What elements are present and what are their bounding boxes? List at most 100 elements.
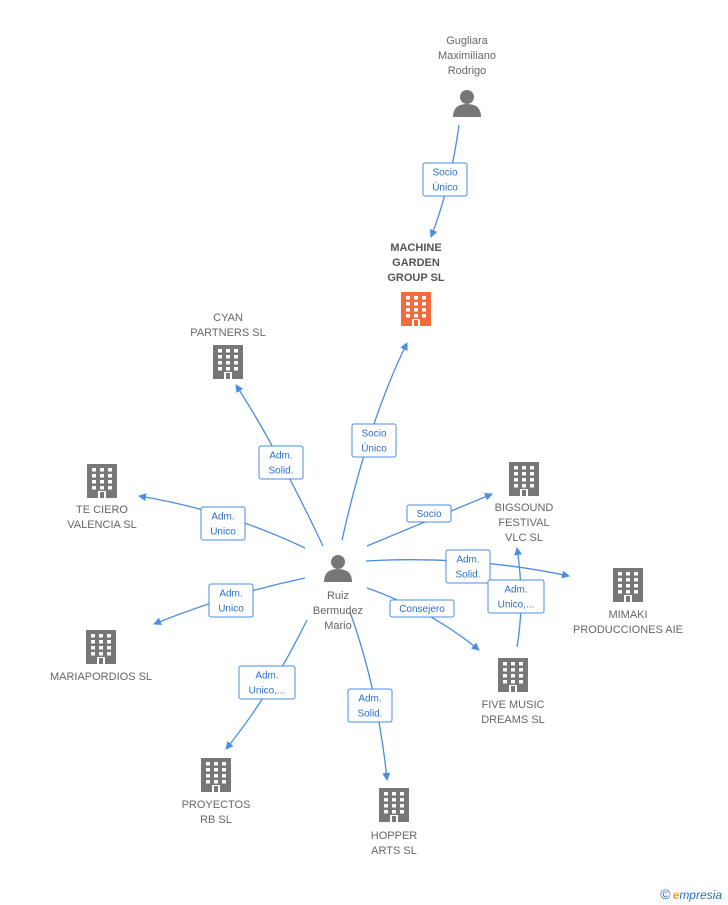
edge-label-text: Unico,... — [498, 600, 535, 611]
edge-label-box — [258, 445, 304, 480]
brand-logo-initial: e — [672, 888, 680, 902]
edge-label[interactable]: Adm. Solid. — [445, 549, 491, 584]
node-teciero[interactable]: TE CIERO VALENCIA SL — [67, 464, 137, 531]
edge-label-text: Único — [432, 181, 458, 194]
node-label: Mario — [324, 620, 352, 632]
building-icon — [87, 464, 117, 498]
edge-label[interactable]: Adm. Unico,... — [238, 665, 296, 700]
edge-label-text: Adm. — [269, 451, 292, 462]
node-label: Ruiz — [327, 590, 349, 602]
node-label: Bermudez — [313, 605, 363, 617]
edge-label-box — [208, 583, 254, 618]
node-label: MARIAPORDIOS SL — [50, 671, 152, 683]
node-label: ARTS SL — [371, 845, 417, 857]
node-label: TE CIERO — [76, 504, 128, 516]
edge-fivemusic-to-bigsound: Adm. Unico,... — [487, 547, 545, 648]
node-label: FIVE MUSIC — [482, 699, 545, 711]
node-label: MACHINE — [390, 242, 441, 254]
edge-ruiz-to-mimaki: Adm. Solid. — [365, 549, 570, 584]
edge-ruiz-to-mariapordios: Adm.Unico — [153, 577, 306, 626]
edge-label[interactable]: Adm. Solid. — [347, 688, 393, 723]
edge-label-box — [422, 162, 468, 197]
node-label: Rodrigo — [448, 65, 487, 77]
node-label: Gugliara — [446, 35, 488, 47]
edge-label-text: Adm. — [504, 585, 527, 596]
brand-logo-text: mpresia — [679, 888, 722, 902]
edge-label[interactable]: Adm. Unico — [200, 506, 246, 541]
node-mariapordios[interactable]: MARIAPORDIOS SL — [50, 630, 152, 683]
edge-ruiz-to-proyectos: Adm. Unico,... — [225, 619, 308, 750]
edge-label-text: Socio — [416, 509, 441, 520]
building-icon — [86, 630, 116, 664]
node-label: GARDEN — [392, 257, 440, 269]
edge-label-text: Adm. — [358, 694, 381, 705]
edge-label[interactable]: Adm.Unico — [208, 583, 254, 618]
edge-label-text: Unico,... — [249, 686, 286, 697]
edge-label-text: Socio — [361, 429, 386, 440]
edge-label-box — [351, 423, 397, 458]
building-icon — [613, 568, 643, 602]
edge-label-text: Único — [361, 442, 387, 455]
edge-ruiz-to-cyan: Adm. Solid. — [235, 384, 324, 547]
building-icon — [213, 345, 243, 379]
edge-ruiz-to-fivemusic: Consejero — [366, 587, 480, 651]
edge-label-box — [238, 665, 296, 700]
edge-label-box — [406, 504, 452, 523]
edge-label-text: Unico — [210, 527, 236, 538]
edge-label-text: Solid. — [357, 709, 382, 720]
node-hopper[interactable]: HOPPER ARTS SL — [371, 788, 418, 857]
edge-label-text: Solid. — [455, 570, 480, 581]
building-icon — [201, 758, 231, 792]
node-fivemusic[interactable]: FIVE MUSIC DREAMS SL — [481, 658, 545, 726]
node-label: CYAN — [213, 312, 243, 324]
node-label: DREAMS SL — [481, 714, 545, 726]
edge-label-box — [487, 579, 545, 614]
person-icon — [453, 90, 481, 117]
building-icon — [379, 788, 409, 822]
copyright-icon: © — [660, 886, 671, 902]
node-label: GROUP SL — [387, 272, 445, 284]
edge-label-text: Unico — [218, 604, 244, 615]
building-icon — [401, 292, 431, 326]
building-icon — [498, 658, 528, 692]
node-label: PARTNERS SL — [190, 327, 265, 339]
edge-label-text: Adm. — [211, 512, 234, 523]
edge-label-text: Adm. — [255, 671, 278, 682]
brand-footer: ©empresia — [660, 886, 722, 902]
edge-label-box — [200, 506, 246, 541]
node-label: FESTIVAL — [498, 517, 549, 529]
building-icon — [509, 462, 539, 496]
edge-label-text: Socio — [432, 168, 457, 179]
edges-layer: SocioÚnicoSocioÚnicoAdm.Solid.Adm.UnicoS… — [138, 124, 570, 781]
edge-label-text: Adm. — [456, 555, 479, 566]
edge-label-box — [389, 599, 455, 618]
node-label: VLC SL — [505, 532, 543, 544]
node-proyectos[interactable]: PROYECTOS RB SL — [182, 758, 251, 826]
edge-label-box — [347, 688, 393, 723]
person-icon — [324, 555, 352, 582]
node-cyan[interactable]: CYAN PARTNERS SL — [190, 312, 266, 379]
edge-label[interactable]: Adm. Solid. — [258, 445, 304, 480]
edge-label[interactable]: Adm. Unico,... — [487, 579, 545, 614]
node-label: VALENCIA SL — [67, 519, 137, 531]
node-label: HOPPER — [371, 830, 418, 842]
edge-ruiz-to-teciero: Adm. Unico — [138, 493, 306, 549]
edge-label-text: Consejero — [399, 604, 445, 615]
node-label: RB SL — [200, 814, 232, 826]
node-machine[interactable]: MACHINE GARDEN GROUP SL — [387, 242, 445, 326]
edge-label-text: Solid. — [268, 466, 293, 477]
edge-label[interactable]: Consejero — [389, 599, 455, 618]
edge-label[interactable]: Socio — [406, 504, 452, 523]
node-label: PROYECTOS — [182, 799, 251, 811]
edge-ruiz-to-hopper: Adm. Solid. — [347, 611, 393, 781]
